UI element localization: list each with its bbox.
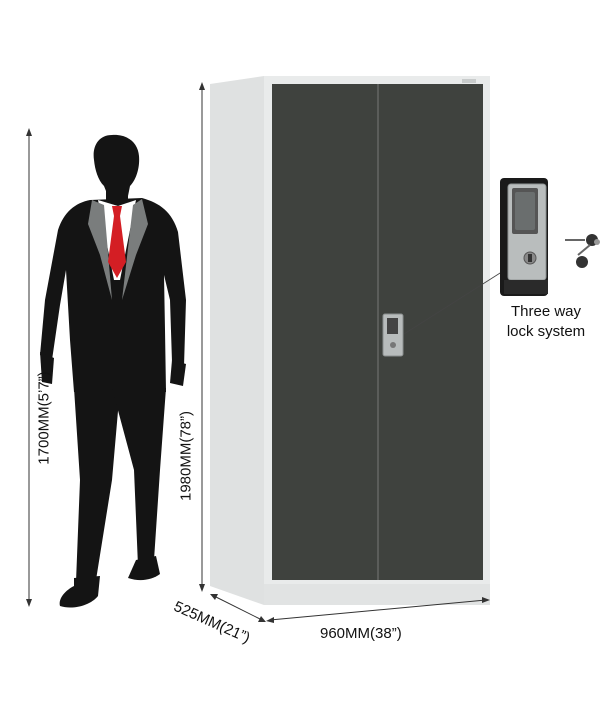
cabinet-width-arrow [266, 597, 490, 623]
person-silhouette-icon [40, 134, 186, 608]
lock-leader-line [403, 267, 509, 335]
cabinet-depth-arrow [210, 594, 266, 622]
door-lock-handle-icon [382, 313, 404, 357]
person-height-label: 1700MM(5’7”) [35, 371, 53, 465]
steel-cabinet-icon [210, 76, 490, 605]
person-height-arrow [26, 128, 32, 607]
cabinet-height-arrow [199, 82, 205, 592]
cabinet-width-label: 960MM(38”) [320, 625, 402, 642]
lock-caption: Three way lock system [496, 302, 596, 342]
lock-closeup-icon [500, 178, 548, 296]
keys-icon [565, 234, 600, 268]
cabinet-height-label: 1980MM(78”) [177, 410, 195, 502]
lock-caption-line2: lock system [506, 323, 586, 340]
lock-caption-line1: Three way [510, 303, 582, 320]
